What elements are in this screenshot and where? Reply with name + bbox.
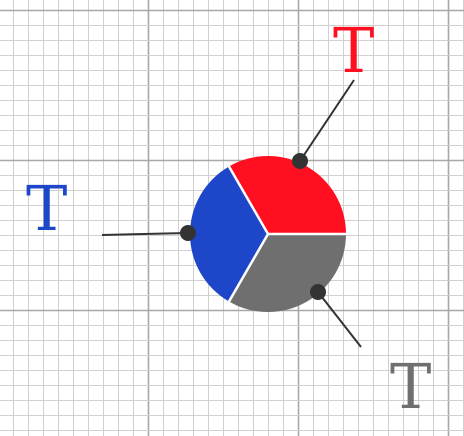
gray-connector-line [317, 291, 362, 348]
red-connector-line [299, 79, 355, 162]
blue-label: T [26, 172, 67, 245]
red-label: T [333, 14, 374, 87]
blue-connector-dot [180, 225, 196, 241]
red-connector-dot [292, 153, 308, 169]
blue-connector-line [101, 232, 189, 236]
gray-connector-dot [310, 284, 326, 300]
segment-divider-lower [227, 233, 270, 303]
red-segment [229, 156, 346, 234]
segment-divider-upper [227, 165, 270, 235]
gray-label: T [390, 350, 431, 423]
